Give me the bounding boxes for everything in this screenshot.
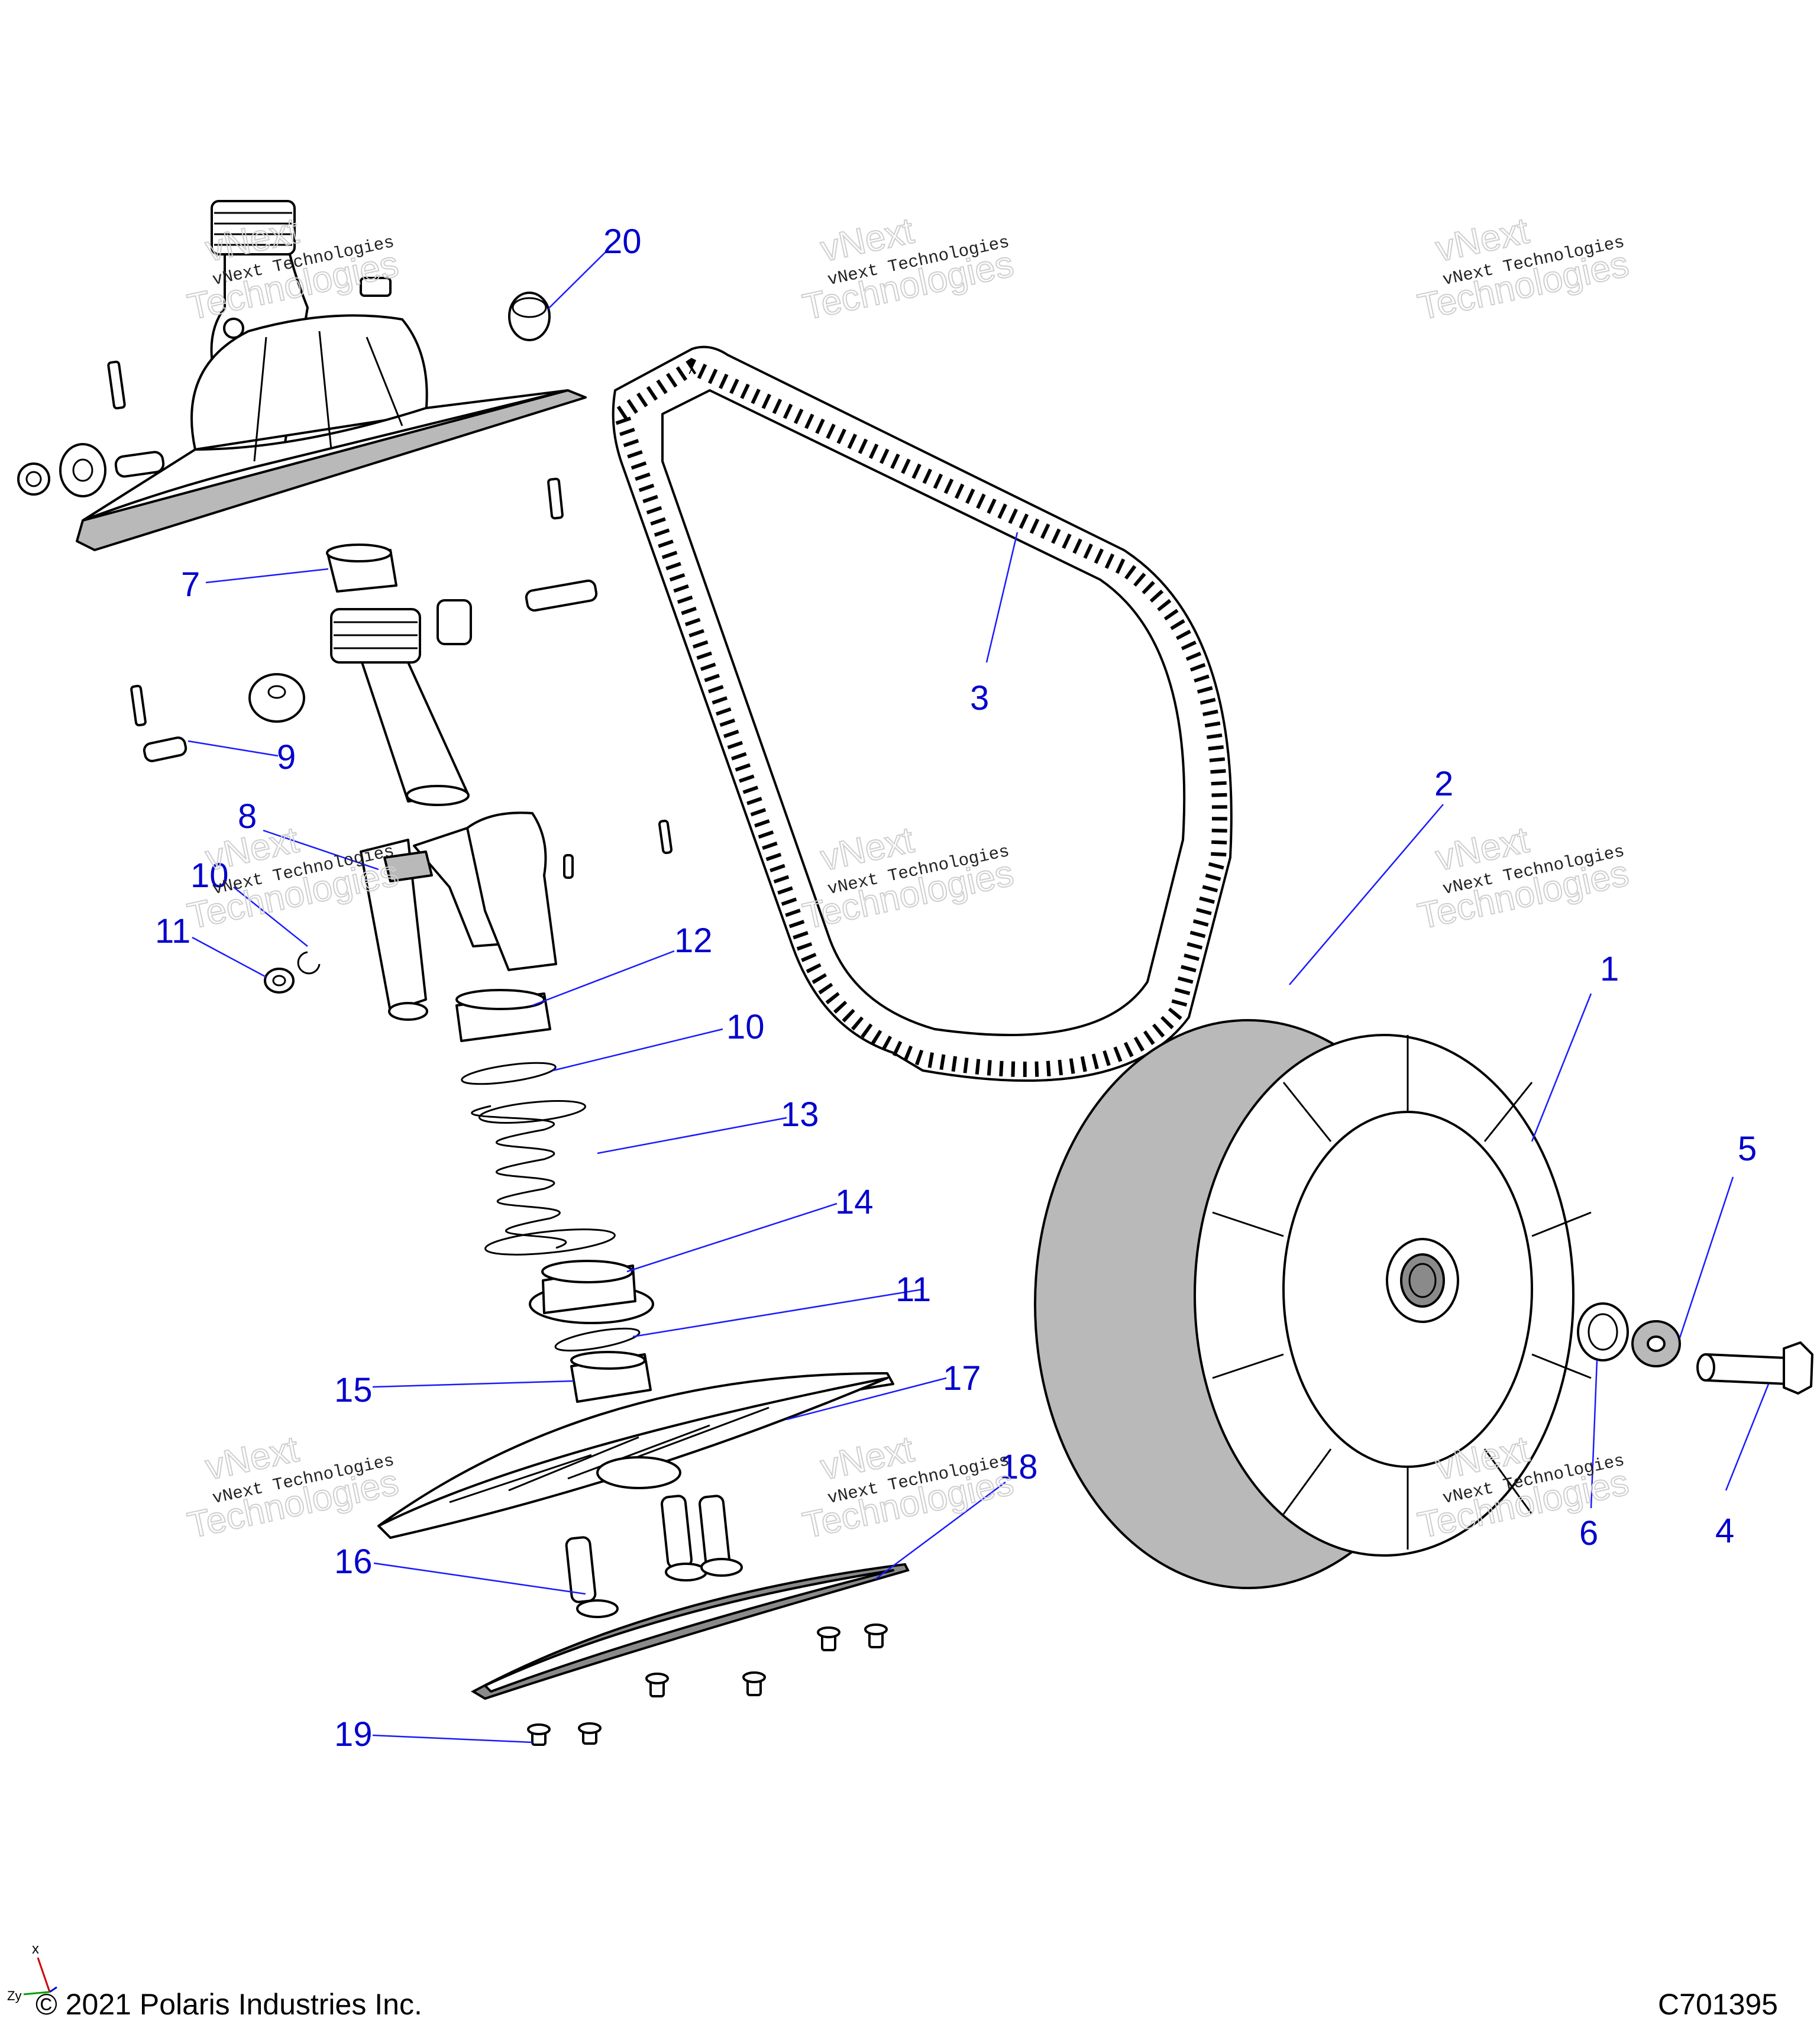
copyright-text: © 2021 Polaris Industries Inc. — [35, 1988, 422, 2021]
watermark-7: vNext Technologies vNext Technologies — [183, 1428, 402, 1547]
part-3-drive-belt — [612, 345, 1233, 1082]
part-14-spring-seat — [529, 1260, 654, 1324]
callout-18: 18 — [1000, 1448, 1038, 1486]
pin-small-center — [563, 854, 574, 879]
callout-13: 13 — [781, 1095, 819, 1134]
watermark-2: vNext Technologies vNext Technologies — [798, 210, 1017, 329]
callout-7: 7 — [181, 565, 200, 604]
callout-11-right: 11 — [895, 1270, 931, 1309]
figure-code: C701395 — [1658, 1988, 1778, 2021]
part-8-spider — [360, 811, 557, 1021]
callout-16: 16 — [334, 1542, 373, 1581]
part-4-bolt — [1696, 1341, 1813, 1395]
callout-1: 1 — [1600, 950, 1619, 988]
part-10-snap-ring — [461, 1062, 557, 1085]
watermark-8: vNext Technologies vNext Technologies — [798, 1428, 1017, 1547]
part-7-bushing — [326, 544, 397, 593]
part-16-bolt-b — [661, 1495, 707, 1581]
axis-triad-icon — [23, 1957, 57, 1996]
pin-vertical-left — [130, 684, 147, 727]
callout-6: 6 — [1579, 1514, 1598, 1553]
callout-9: 9 — [277, 738, 296, 777]
part-6-washer — [1577, 1302, 1629, 1361]
part-5-washer — [1631, 1320, 1681, 1367]
clutch-shaft — [330, 608, 470, 806]
axis-zy-label: Zy — [7, 1988, 22, 2003]
part-10-eclip-left — [297, 951, 321, 975]
part-15-bushing — [570, 1351, 652, 1403]
leader-lines — [187, 251, 1770, 1744]
callout-3: 3 — [970, 679, 989, 717]
callout-labels: 1 2 3 4 5 6 7 8 9 10 10 11 11 12 13 14 1… — [155, 222, 1757, 1754]
part-18-gasket — [470, 1563, 910, 1700]
part-16-bolt-a — [565, 1536, 619, 1618]
part-19-screws — [527, 1623, 888, 1746]
watermark-1: vNext Technologies vNext Technologies — [183, 210, 402, 329]
part-13-spring — [471, 1100, 616, 1256]
watermark-3: vNext Technologies vNext Technologies — [1414, 210, 1632, 329]
callout-2: 2 — [1434, 765, 1453, 803]
callout-4: 4 — [1715, 1512, 1734, 1550]
callout-20: 20 — [603, 222, 642, 261]
part-1-driven-clutch — [1194, 1034, 1592, 1557]
pin-horizontal-mid — [525, 579, 598, 612]
part-9-pin — [143, 736, 187, 762]
callout-5: 5 — [1738, 1130, 1757, 1168]
part-11-washer-left — [264, 968, 295, 994]
part-11-snap-ring — [554, 1327, 641, 1352]
callout-15: 15 — [334, 1371, 373, 1409]
pin-small-right — [658, 819, 673, 855]
roller-left-mid — [248, 673, 305, 723]
weight-pin-upper — [107, 360, 126, 410]
part-12-bushing — [455, 989, 551, 1042]
pin-vertical-mid — [547, 477, 564, 520]
callout-12: 12 — [674, 921, 713, 960]
roller-assembly — [17, 443, 165, 497]
callout-10-left: 10 — [190, 856, 229, 895]
part-20-roller — [508, 292, 551, 341]
watermark-6: vNext Technologies vNext Technologies — [1414, 819, 1632, 938]
drive-clutch-sheave — [76, 200, 587, 551]
part-16-bolt-c — [699, 1495, 743, 1577]
callout-8: 8 — [238, 797, 257, 836]
axis-x-label: x — [32, 1941, 39, 1957]
callout-10-right: 10 — [726, 1008, 765, 1046]
callout-17: 17 — [943, 1359, 981, 1398]
callout-11-left: 11 — [155, 912, 190, 950]
part-17-sheave-plate — [377, 1372, 894, 1539]
callout-14: 14 — [835, 1183, 874, 1221]
roller-mid — [437, 599, 472, 645]
callout-19: 19 — [334, 1715, 373, 1754]
